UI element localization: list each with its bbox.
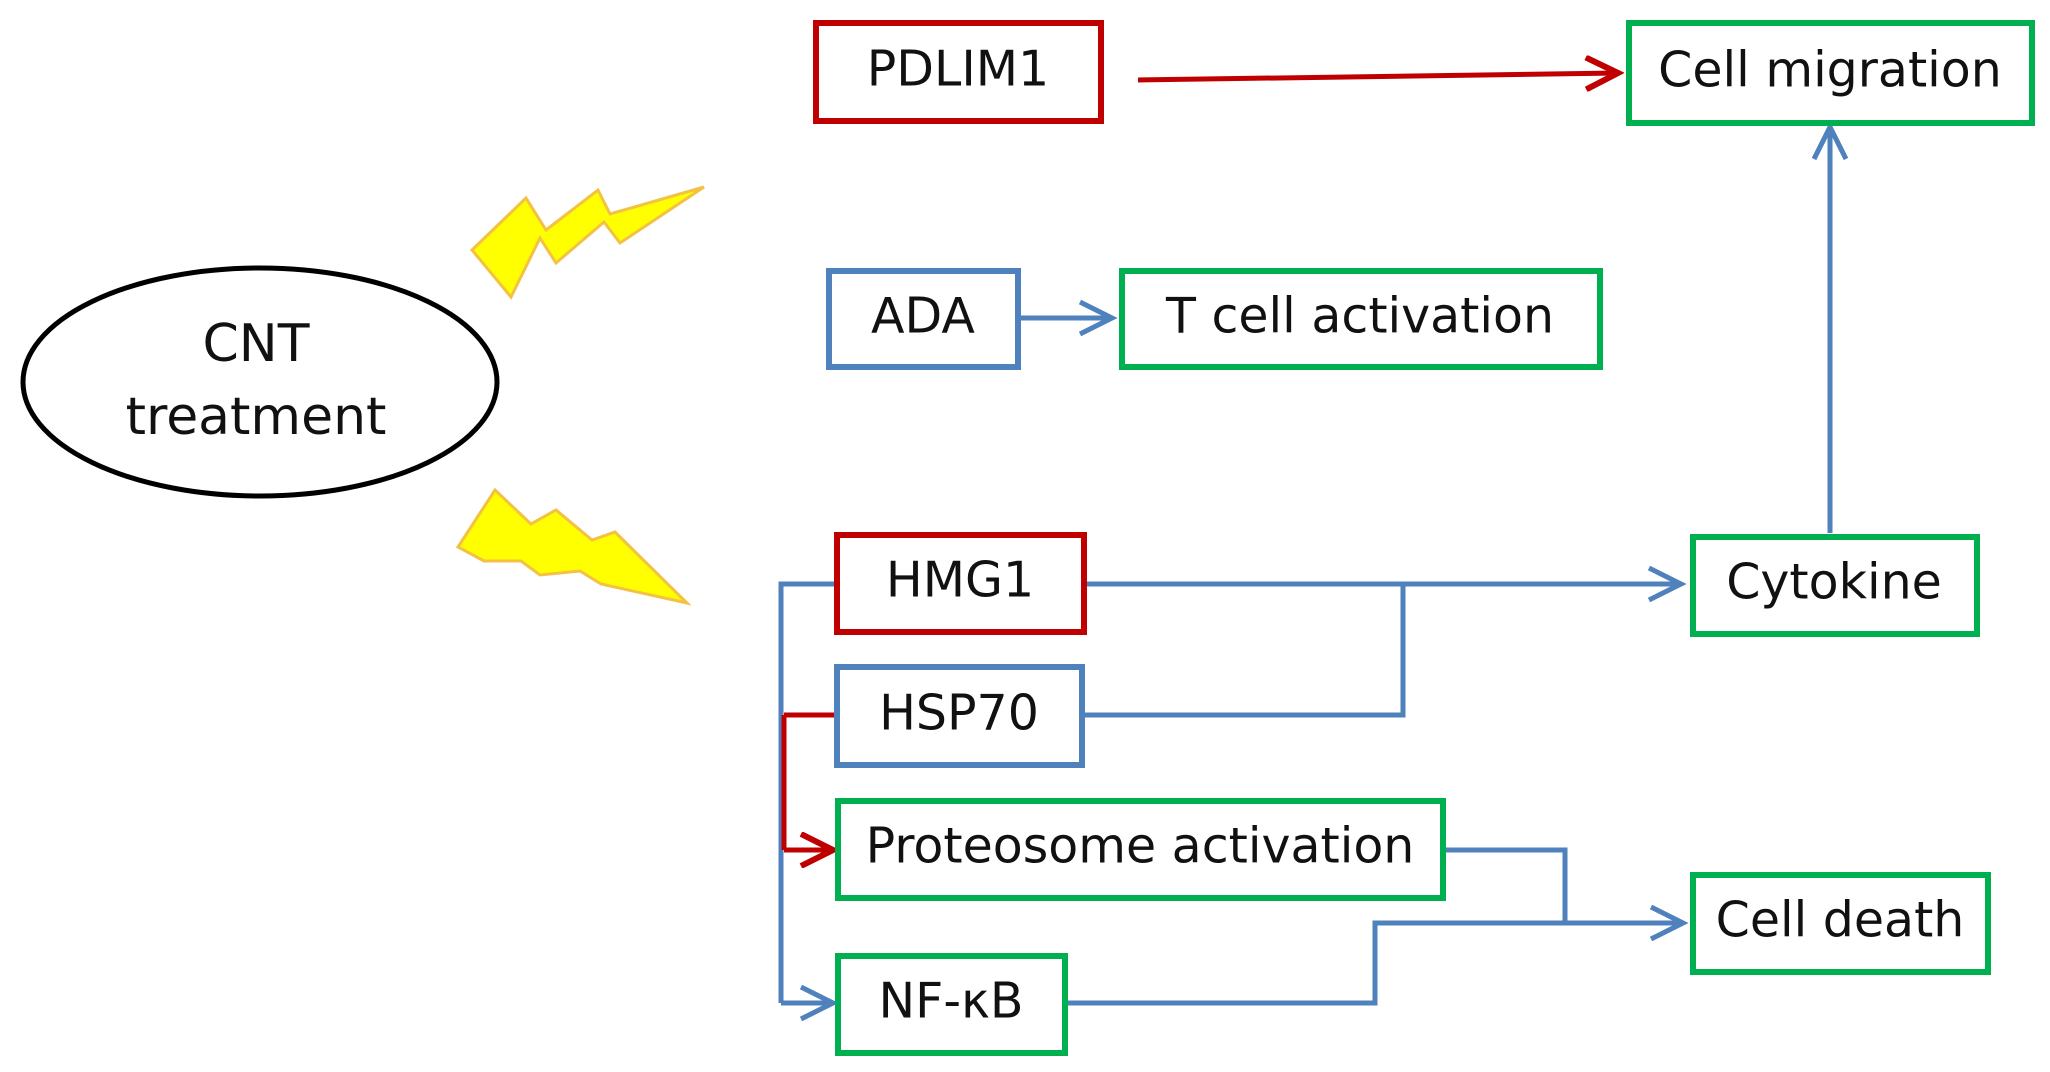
node-hmg1-box — [834, 532, 1087, 635]
node-cell-migration-box — [1626, 20, 2035, 126]
cnt-treatment-ellipse — [20, 265, 500, 499]
node-pdlim1-box — [813, 20, 1104, 124]
node-nfkb: NF-κB — [835, 953, 1068, 1056]
node-proteosome-activation: Proteosome activation — [835, 798, 1446, 901]
arrow-proteosome-to-cell-death — [1443, 847, 1683, 923]
connector-nfkb-to-cell-death — [1065, 920, 1585, 1006]
node-cell-migration: Cell migration — [1626, 20, 2035, 126]
node-cell-death-label: Cell death — [1716, 892, 1965, 949]
node-cytokine-box — [1690, 534, 1980, 637]
node-proteosome-activation-label: Proteosome activation — [866, 818, 1415, 875]
node-hmg1-label: HMG1 — [886, 552, 1034, 609]
node-t-cell-activation-box — [1119, 268, 1603, 370]
node-hsp70: HSP70 — [834, 664, 1085, 768]
node-hmg1: HMG1 — [834, 532, 1087, 635]
node-ada: ADA — [826, 268, 1021, 370]
node-ada-label: ADA — [871, 288, 975, 345]
node-hsp70-label: HSP70 — [879, 685, 1039, 742]
node-t-cell-activation: T cell activation — [1119, 268, 1603, 370]
node-pdlim1-label: PDLIM1 — [867, 41, 1049, 98]
connector-hmg1-left-bus — [778, 581, 837, 1003]
cnt-treatment-node: CNT treatment — [20, 265, 500, 499]
node-pdlim1: PDLIM1 — [813, 20, 1104, 124]
node-ada-box — [826, 268, 1021, 370]
node-nfkb-box — [835, 953, 1068, 1056]
lightning-bolt-icon — [455, 487, 692, 606]
node-cytokine-label: Cytokine — [1726, 554, 1942, 611]
node-cell-death: Cell death — [1690, 872, 1991, 975]
node-nfkb-label: NF-κB — [878, 973, 1023, 1030]
cnt-treatment-line1: CNT — [203, 314, 310, 374]
node-cell-death-box — [1690, 872, 1991, 975]
arrow-pdlim1-to-cell-migration — [1137, 73, 1618, 80]
node-cytokine: Cytokine — [1690, 534, 1980, 637]
lightning-bolt-icon — [469, 185, 705, 300]
node-proteosome-activation-box — [835, 798, 1446, 901]
node-hsp70-box — [834, 664, 1085, 768]
cnt-treatment-line2: treatment — [126, 387, 387, 447]
node-t-cell-activation-label: T cell activation — [1165, 288, 1554, 345]
node-cell-migration-label: Cell migration — [1658, 42, 2002, 99]
connector-hsp70-to-cytokine — [1083, 584, 1406, 718]
